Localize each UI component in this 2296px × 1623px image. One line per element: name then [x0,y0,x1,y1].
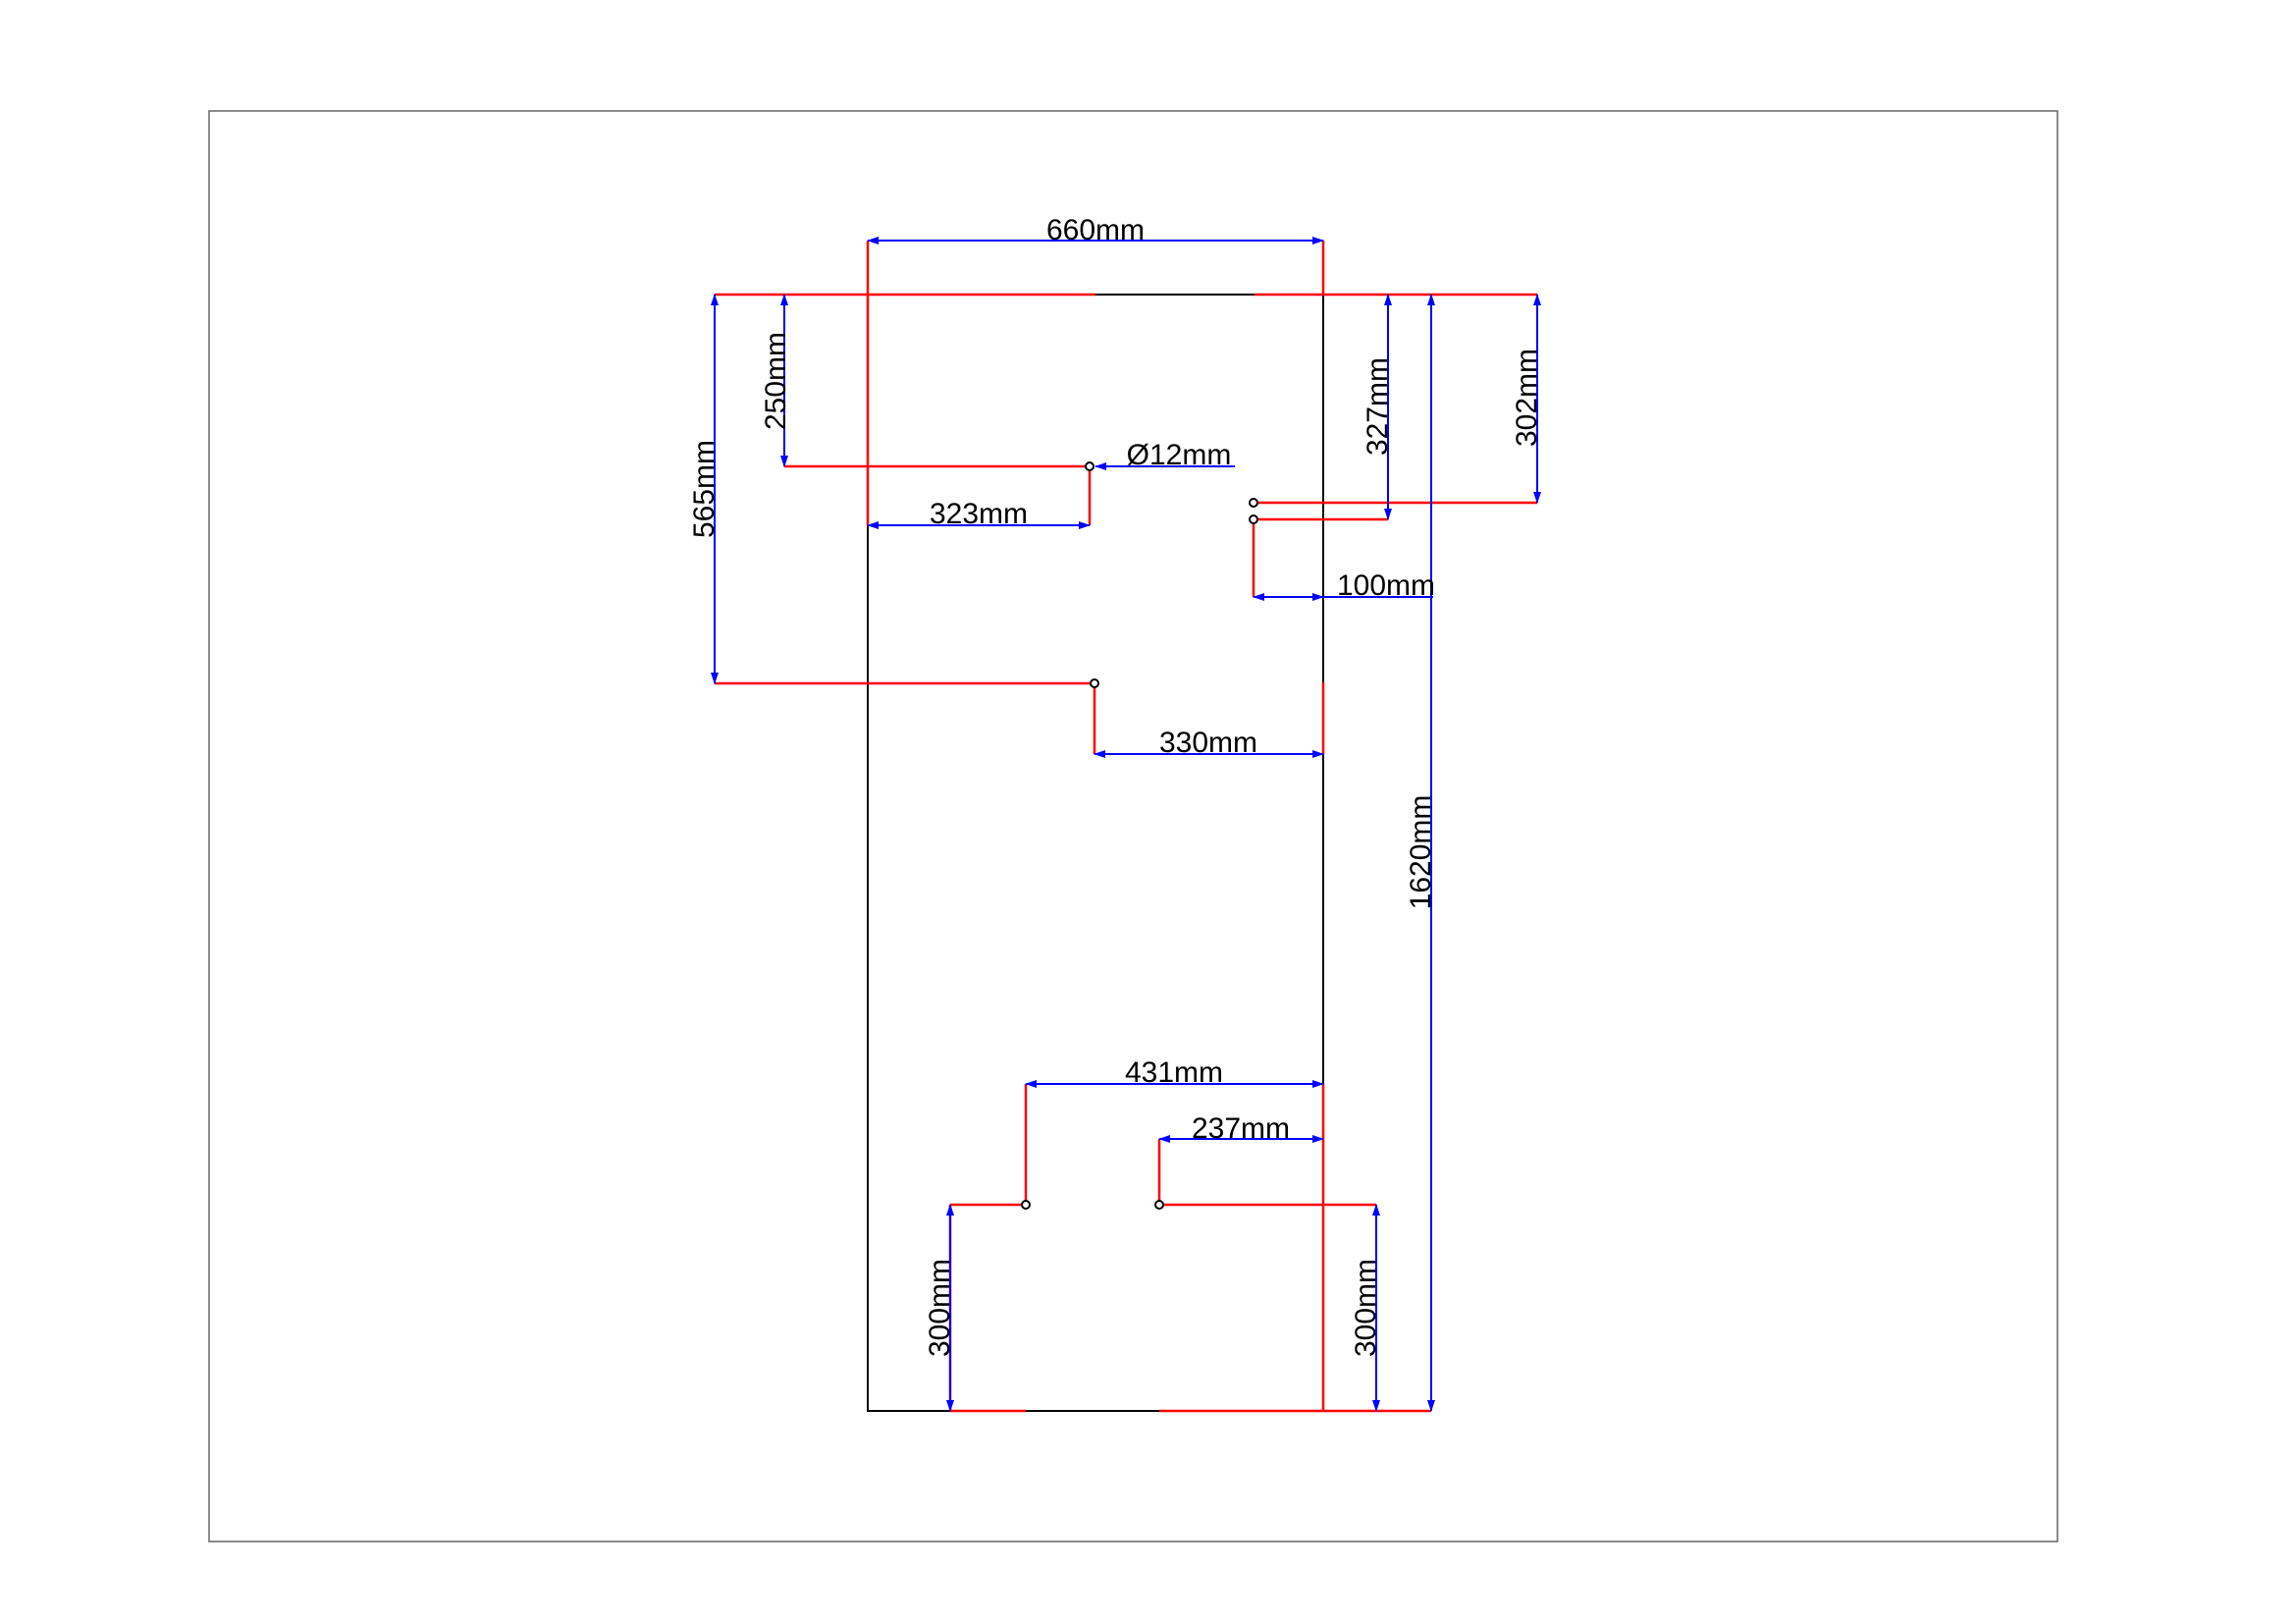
dim-label-327: 327mm [1362,357,1394,456]
hole-icon [1249,514,1258,524]
hole-icon [1021,1200,1031,1210]
dim-label-300-left: 300mm [924,1259,956,1357]
sheet-border [208,110,2058,1542]
dim-label-250: 250mm [760,332,792,430]
panel-outline [867,294,1324,1412]
dim-label-660: 660mm [1046,214,1145,246]
dim-label-hole-diameter: Ø12mm [1127,439,1232,471]
holes [1021,461,1258,1210]
hole-icon [1249,498,1258,508]
dim-label-1620: 1620mm [1405,795,1437,910]
hole-icon [1085,461,1095,471]
dim-label-330: 330mm [1159,727,1257,759]
dim-label-100: 100mm [1337,569,1435,602]
dim-label-431: 431mm [1125,1056,1223,1089]
dim-label-302: 302mm [1511,349,1543,447]
dim-label-237: 237mm [1192,1112,1290,1145]
hole-icon [1090,678,1099,688]
dimension-lines [711,237,1541,1412]
hole-icon [1154,1200,1164,1210]
dim-label-323: 323mm [930,498,1028,530]
dim-label-300-right: 300mm [1350,1259,1382,1357]
dimension-labels: 660mm 250mm 565mm Ø12mm 323mm 327mm 302m… [688,214,1543,1357]
dim-label-565: 565mm [688,440,721,538]
